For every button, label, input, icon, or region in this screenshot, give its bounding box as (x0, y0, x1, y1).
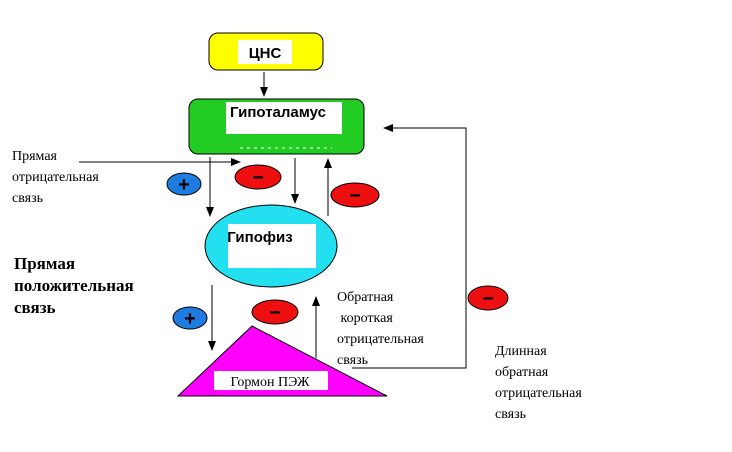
label-short-feedback: Обратная короткая отрицательная связь (337, 290, 424, 368)
svg-text:−: − (252, 167, 264, 189)
plus-sign-upper: + (166, 172, 202, 196)
plus-sign-lower: + (172, 306, 208, 330)
svg-text:−: − (349, 185, 361, 207)
label-direct-positive: Прямая положительная связь (14, 254, 134, 317)
hormone-label: Гормон ПЭЖ (230, 375, 310, 390)
svg-text:+: + (178, 174, 190, 196)
hypothalamus-label: Гипоталамус (230, 104, 326, 121)
cns-label: ЦНС (249, 45, 282, 62)
hormone-node: Гормон ПЭЖ (176, 325, 388, 397)
feedback-signs: + + − − − − (166, 164, 509, 330)
label-long-feedback: Длинная обратная отрицательная связь (495, 344, 582, 422)
label-direct-negative: Прямая отрицательная связь (12, 149, 99, 206)
minus-sign-long-feedback: − (467, 285, 509, 311)
minus-sign-pituitary: − (251, 299, 299, 325)
pituitary-label: Гипофиз (227, 229, 292, 246)
pituitary-node: Гипофиз (204, 204, 338, 288)
svg-text:+: + (184, 308, 196, 330)
minus-sign-hypothalamus-right: − (330, 182, 380, 208)
svg-text:−: − (269, 302, 281, 324)
arrow-long-feedback (352, 124, 467, 369)
svg-text:−: − (482, 288, 494, 310)
cns-node: ЦНС (208, 32, 324, 71)
minus-sign-hypothalamus-left: − (234, 164, 282, 190)
arrows (79, 72, 467, 369)
hypothalamus-node: Гипоталамус (188, 98, 365, 155)
